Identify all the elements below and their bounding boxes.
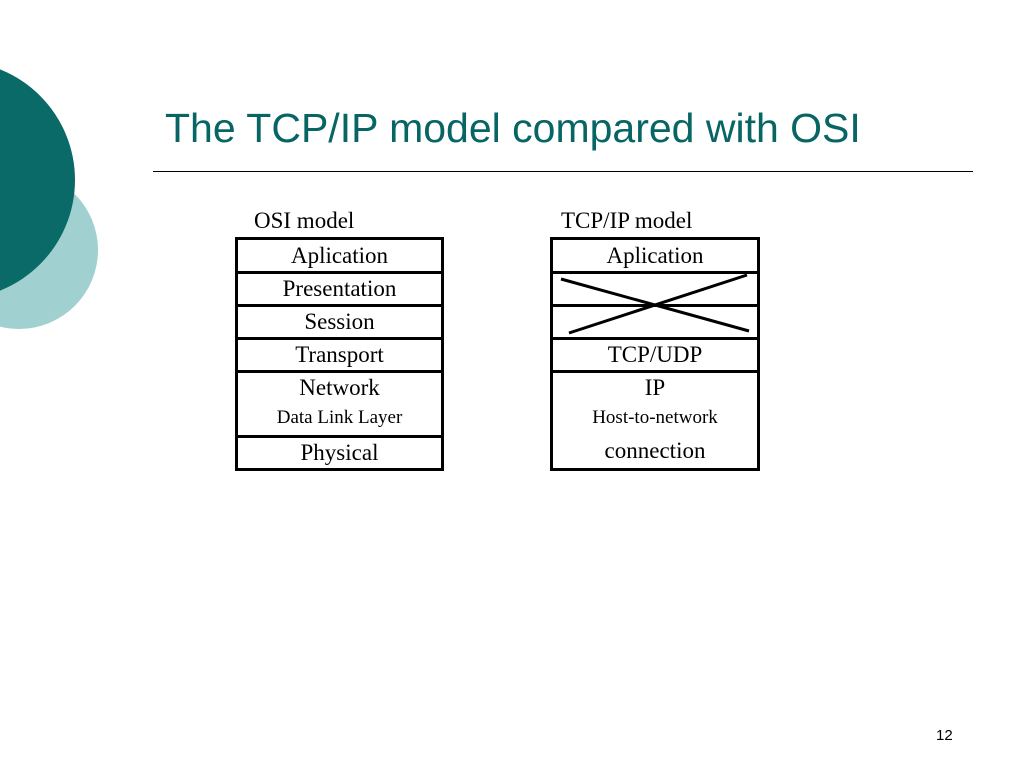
osi-divider [238, 435, 441, 438]
tcpip-layer-application: Aplication [606, 242, 704, 268]
tcpip-layer-transport: TCP/UDP [607, 342, 703, 367]
title-underline [153, 171, 973, 172]
tcpip-model-heading: TCP/IP model [561, 208, 693, 233]
decorative-circles [0, 69, 98, 329]
osi-layer-presentation: Presentation [282, 276, 397, 301]
osi-divider [238, 337, 441, 340]
osi-divider [238, 271, 441, 274]
decorative-circle-dark [0, 69, 75, 291]
osi-layer-data-link: Data Link Layer [276, 407, 403, 428]
tcpip-layer-internet: IP [644, 375, 666, 400]
osi-layer-transport: Transport [295, 342, 384, 367]
osi-model-heading: OSI model [254, 208, 355, 233]
osi-layer-physical: Physical [300, 440, 379, 465]
osi-divider [238, 370, 441, 373]
tcpip-divider [553, 370, 757, 373]
osi-divider [238, 304, 441, 307]
tcpip-layer-stack: Aplication TCP/UDP IP Host-to-network co… [550, 237, 760, 471]
osi-layer-session: Session [304, 309, 375, 334]
page-title: The TCP/IP model compared with OSI [165, 105, 861, 151]
osi-layer-stack: Aplication Presentation Session Transpor… [235, 237, 444, 471]
tcpip-layer-connection: connection [604, 438, 706, 463]
osi-layer-network: Network [299, 375, 380, 400]
cross-out-mark [560, 273, 750, 335]
page-number: 12 [936, 727, 953, 744]
cross-line-2 [568, 273, 748, 335]
tcpip-divider [553, 337, 757, 340]
tcpip-layer-host-to-network: Host-to-network [592, 407, 718, 428]
tcpip-divider [553, 271, 757, 274]
osi-layer-application: Aplication [290, 242, 389, 268]
